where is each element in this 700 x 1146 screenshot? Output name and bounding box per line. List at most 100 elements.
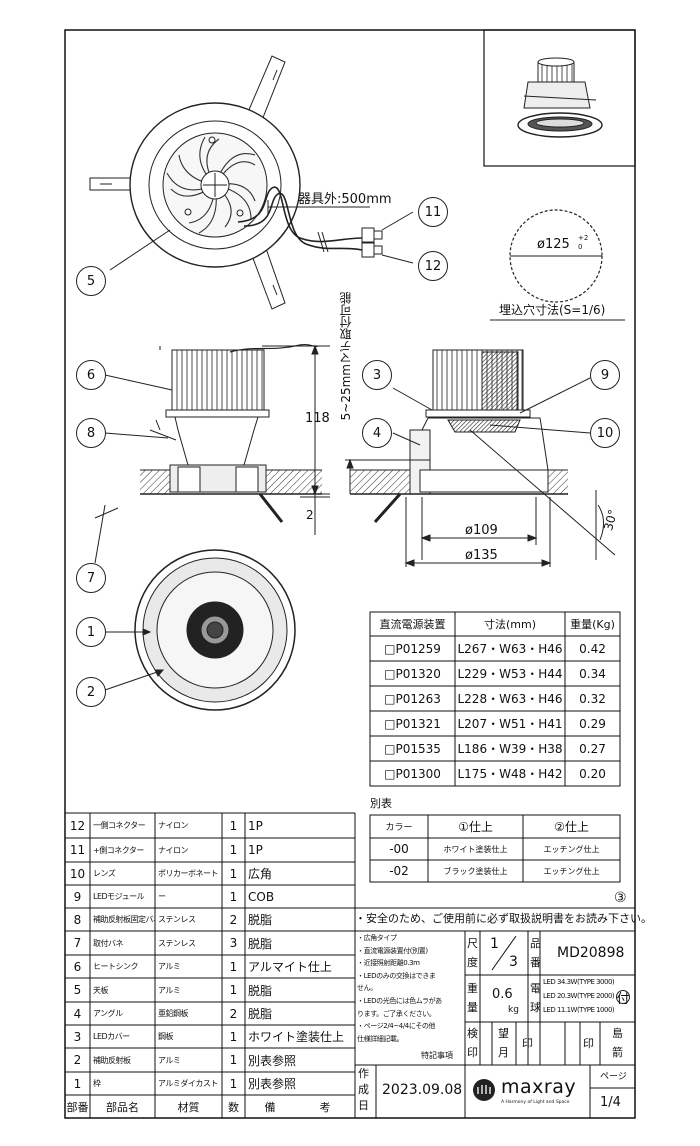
part-material-cell: アルミ [158, 1055, 181, 1065]
color-header-color: カラー [385, 823, 413, 833]
logo-mark [473, 1079, 495, 1101]
hole-tol-plus: +2 [578, 234, 589, 242]
power-table-grid [369, 611, 621, 787]
cable-length-label: 器具外:500mm [298, 192, 392, 207]
part-name-cell: 枠 [93, 1079, 101, 1088]
note-line: ・近接照射距離0.3m [357, 959, 420, 968]
part-material-cell: 亜鉛鋼板 [158, 1009, 189, 1018]
dim-135: ø135 [465, 548, 498, 563]
safety-note: ・安全のため、ご使用前に必ず取扱説明書をお読み下さい。 [355, 912, 652, 925]
part-label-1: 品 [530, 937, 541, 950]
circle-3-mark: ③ [614, 890, 627, 906]
shimasaki-1: 島 [612, 1027, 623, 1040]
hole-caption: 埋込穴寸法(S=1/6) [499, 303, 606, 317]
color-finish1-cell: ブラック塗装仕上 [443, 866, 508, 876]
power-size-cell: L267・W63・H46 [457, 642, 563, 656]
cutout-view [490, 209, 625, 321]
color-finish1-cell: ホワイト塗装仕上 [443, 844, 508, 854]
in-mark-2: 印 [583, 1037, 594, 1050]
color-finish2-cell: エッチング仕上 [543, 844, 600, 854]
parts-footer-material: 材質 [177, 1100, 200, 1114]
part-remark-cell: 脱脂 [248, 1007, 273, 1021]
weight-label-1: 重 [467, 982, 478, 995]
part-remark-cell: 1P [248, 843, 263, 857]
part-qty-cell: 1 [229, 843, 238, 857]
part-name-cell: 一側コネクター [93, 821, 146, 830]
part-material-cell: アルミ [158, 962, 181, 971]
power-header-weight: 重量(Kg) [570, 618, 615, 631]
created-label-1: 作 [358, 1067, 369, 1080]
part-number-cell: 10 [69, 866, 86, 881]
weight-value: 0.6 [492, 987, 513, 1002]
power-size-cell: L207・W51・H41 [457, 717, 563, 731]
part-material-cell: ナイロン [158, 845, 189, 855]
bouin-1: 望 [498, 1027, 509, 1040]
power-unit-cell: □P01263 [384, 691, 441, 706]
color-code-cell: -00 [389, 842, 409, 856]
callout-8: 8 [76, 418, 106, 448]
power-header-unit: 直流電源装置 [379, 618, 446, 631]
part-number-cell: 2 [73, 1053, 82, 1067]
shimasaki-2: 箭 [612, 1046, 623, 1059]
part-name-cell: 補助反射板 [93, 1055, 131, 1065]
logo-text: maxray [501, 1076, 577, 1098]
callout-7: 7 [76, 563, 106, 593]
power-weight-cell: 0.29 [579, 716, 606, 731]
part-material-cell: 鋼板 [158, 1032, 174, 1041]
part-remark-cell: 1P [248, 818, 263, 833]
power-size-cell: L186・W39・H38 [457, 742, 563, 756]
power-size-cell: L228・W63・H46 [457, 692, 563, 706]
part-qty-cell: 1 [229, 983, 238, 997]
note-line: 仕様詳細記載。 [357, 1034, 404, 1043]
power-weight-cell: 0.42 [579, 641, 606, 656]
part-material-cell: ー [158, 892, 166, 901]
parts-footer-name: 部品名 [106, 1100, 139, 1114]
part-number-cell: 12 [69, 818, 86, 833]
part-qty-cell: 1 [229, 866, 238, 881]
side-view-right [345, 349, 616, 567]
part-remark-cell: 広角 [248, 867, 273, 881]
part-qty-cell: 2 [229, 912, 238, 927]
note-line: ・広角タイプ [357, 934, 397, 942]
bulb-line-3: LED 11.1W(TYPE 1000) [543, 1006, 615, 1014]
bulb-line-1: LED 34.3W(TYPE 3000) [543, 978, 615, 986]
hole-diameter: ø125 [537, 237, 570, 252]
notes-label: 特記事項 [421, 1051, 453, 1060]
power-unit-cell: □P01259 [384, 641, 441, 656]
parts-footer-remark1: 備 [264, 1100, 276, 1114]
bottom-view [104, 549, 296, 711]
part-name-cell: 補助反射板固定バネ [93, 915, 155, 924]
part-number-cell: 1 [73, 1076, 82, 1091]
kenin-2: 印 [467, 1046, 478, 1059]
power-weight-cell: 0.32 [579, 691, 606, 706]
top-view [89, 55, 414, 310]
note-line: ・LEDのみの交換はできま [357, 971, 436, 980]
callout-11: 11 [418, 197, 448, 227]
power-size-cell: L229・W53・H44 [457, 667, 563, 681]
part-name-cell: +側コネクター [93, 845, 144, 855]
color-table-grid [369, 814, 621, 883]
part-remark-cell: COB [248, 889, 275, 904]
part-material-cell: アルミダイカスト [158, 1079, 218, 1088]
created-label-3: 日 [358, 1099, 369, 1112]
note-line: せん。 [357, 984, 377, 993]
part-name-cell: アングル [93, 1009, 123, 1018]
part-qty-cell: 1 [229, 959, 238, 974]
scale-numerator: 1 [490, 936, 499, 952]
created-date: 2023.09.08 [382, 1082, 463, 1098]
part-number-cell: 3 [73, 1029, 82, 1044]
part-material-cell: ポリカーボネート [158, 869, 219, 878]
part-name-cell: レンズ [93, 869, 116, 878]
in-mark-1: 印 [522, 1037, 533, 1050]
part-remark-cell: 脱脂 [248, 913, 273, 927]
part-qty-cell: 1 [229, 1053, 238, 1067]
part-label-2: 番 [530, 956, 541, 969]
note-line: ・ページ2/4~4/4にその他 [357, 1022, 436, 1031]
page-label: ページ [600, 1072, 627, 1082]
bouin-2: 月 [498, 1046, 509, 1059]
scale-label-2: 度 [467, 956, 478, 969]
part-material-cell: アルミ [158, 985, 181, 995]
part-qty-cell: 1 [229, 889, 238, 904]
